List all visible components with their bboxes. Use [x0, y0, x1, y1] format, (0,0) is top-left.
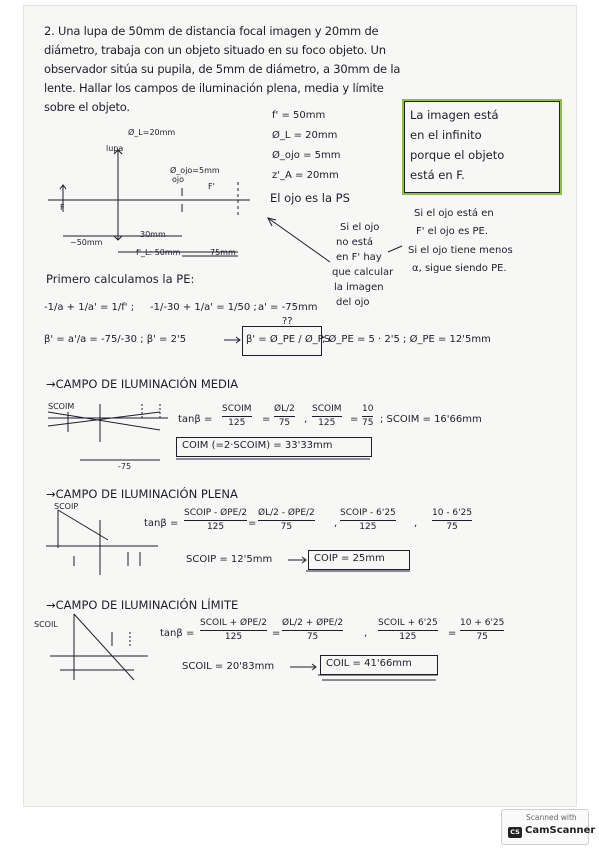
plena-comma: , — [334, 518, 338, 529]
problem-line-3: observador sitúa su pupila, de 5mm de di… — [44, 62, 401, 76]
plena-heading: →CAMPO DE ILUMINACIÓN PLENA — [46, 487, 238, 501]
media-sc-label: SCOIM — [48, 402, 75, 411]
dimension-75mm: 75mm — [210, 248, 236, 257]
plena-comma-2: , — [414, 518, 418, 529]
data-ps-statement: El ojo es la PS — [270, 191, 350, 205]
media-eq-sign-2: = — [350, 414, 359, 425]
data-lens-diameter: Ø_L = 20mm — [272, 130, 338, 141]
conclusion-line-1: La imagen está — [410, 108, 499, 122]
eye-label: ojo — [172, 175, 185, 184]
conclusion-line-2: en el infinito — [410, 128, 482, 142]
plena-result: SCOIP = 12'5mm — [186, 554, 273, 565]
note-right-line-4: α, sigue siendo PE. — [412, 263, 507, 274]
limite-eq-sign: = — [272, 628, 281, 639]
note-mid-line-6: del ojo — [336, 297, 370, 308]
media-heading: →CAMPO DE ILUMINACIÓN MEDIA — [46, 377, 239, 391]
limite-result: SCOIL = 20'83mm — [182, 661, 275, 672]
data-focal-length: f' = 50mm — [272, 110, 326, 121]
note-mid-line-4: que calcular — [332, 267, 394, 278]
limite-boxed-result — [320, 655, 438, 675]
dimension-focal: f'_L: 50mm — [136, 248, 181, 257]
note-mid-line-2: no está — [336, 237, 374, 248]
plena-boxed-result — [308, 550, 410, 570]
note-mid-line-5: la imagen — [334, 282, 384, 293]
focus-fprime-label: F' — [208, 182, 215, 191]
limite-heading: →CAMPO DE ILUMINACIÓN LÍMITE — [46, 598, 239, 612]
limite-tan: tanβ = — [160, 628, 195, 639]
pe-equation-1: -1/a + 1/a' = 1/f' ; — [44, 302, 135, 313]
pe-result-a: a' = -75mm — [258, 302, 318, 313]
media-boxed-result — [176, 437, 372, 457]
note-right-line-1: Si el ojo está en — [414, 208, 494, 219]
limite-eq-sign-2: = — [448, 628, 457, 639]
focus-f-label: F — [60, 203, 65, 212]
camscanner-name: CamScanner — [525, 825, 596, 836]
data-eye-distance: z'_A = 20mm — [272, 170, 339, 181]
lens-diameter-label: Ø_L=20mm — [128, 128, 176, 137]
note-right-line-3: Si el ojo tiene menos — [408, 245, 513, 256]
pe-heading: Primero calculamos la PE: — [46, 272, 195, 286]
camscanner-caption: Scanned with — [526, 813, 577, 822]
camscanner-badge: Scanned with CS CamScanner — [501, 809, 595, 845]
beta-box-text: β' = Ø_PE / Ø_PS — [246, 334, 331, 345]
pupil-diameter-label: Ø_ojo=5mm — [170, 166, 220, 175]
media-result: ; SCOIM = 16'66mm — [380, 414, 482, 425]
data-eye-diameter: Ø_ojo = 5mm — [272, 150, 341, 161]
media-dimension: -75 — [118, 462, 132, 471]
camscanner-logo-icon: CS — [508, 827, 522, 838]
pe-question-marks: ?? — [282, 316, 293, 327]
plena-sc-label: SCOIP — [54, 502, 79, 511]
plena-eq-sign: = — [248, 518, 257, 529]
beta-equation: β' = a'/a = -75/-30 ; β' = 2'5 — [44, 334, 187, 345]
dimension-30mm: 30mm — [140, 230, 166, 239]
pe-equation-2: -1/-30 + 1/a' = 1/50 ; — [150, 302, 257, 313]
lupa-label: lupa — [106, 144, 124, 153]
media-boxed-text: COIM (=2·SCOIM) = 33'33mm — [182, 440, 333, 451]
plena-boxed-text: COIP = 25mm — [314, 553, 385, 564]
problem-line-1: 2. Una lupa de 50mm de distancia focal i… — [44, 24, 379, 38]
note-right-line-2: F' el ojo es PE. — [416, 226, 489, 237]
problem-line-2: diámetro, trabaja con un objeto situado … — [44, 43, 386, 57]
note-mid-line-3: en F' hay — [336, 252, 382, 263]
conclusion-line-4: está en F. — [410, 168, 465, 182]
problem-line-5: sobre el objeto. — [44, 100, 130, 114]
dimension-50mm: ~50mm — [70, 238, 103, 247]
media-comma: , — [304, 414, 308, 425]
conclusion-line-3: porque el objeto — [410, 148, 505, 162]
pe-diameter-result: ; Ø_PE = 5 · 2'5 ; Ø_PE = 12'5mm — [322, 334, 491, 345]
problem-line-4: lente. Hallar los campos de iluminación … — [44, 81, 384, 95]
media-eq-sign: = — [262, 414, 271, 425]
plena-tan: tanβ = — [144, 518, 179, 529]
media-tan: tanβ = — [178, 414, 213, 425]
beta-box — [242, 326, 322, 356]
limite-sc-label: SCOIL — [34, 620, 58, 629]
limite-boxed-text: COIL = 41'66mm — [326, 658, 412, 669]
limite-comma: , — [364, 628, 368, 639]
note-mid-line-1: Si el ojo — [340, 222, 380, 233]
conclusion-box — [402, 99, 562, 195]
